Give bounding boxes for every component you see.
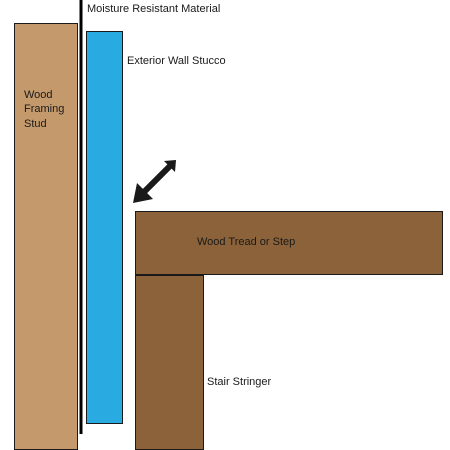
membrane-label: Moisture Resistant Material [87, 3, 220, 15]
tread-label: Wood Tread or Step [197, 236, 295, 248]
stringer-label: Stair Stringer [207, 376, 272, 388]
wood-framing-stud [14, 23, 78, 450]
stud-label-line-2: Framing [24, 103, 64, 115]
stud-label-line-1: Wood [24, 89, 53, 101]
stud-label-line-3: Stud [24, 118, 47, 130]
exterior-wall-stucco [86, 31, 123, 424]
stair-stringer [135, 275, 204, 450]
wood-tread [135, 211, 443, 275]
stucco-label: Exterior Wall Stucco [127, 55, 226, 67]
arrow-pointing-down-left-icon [133, 160, 176, 203]
